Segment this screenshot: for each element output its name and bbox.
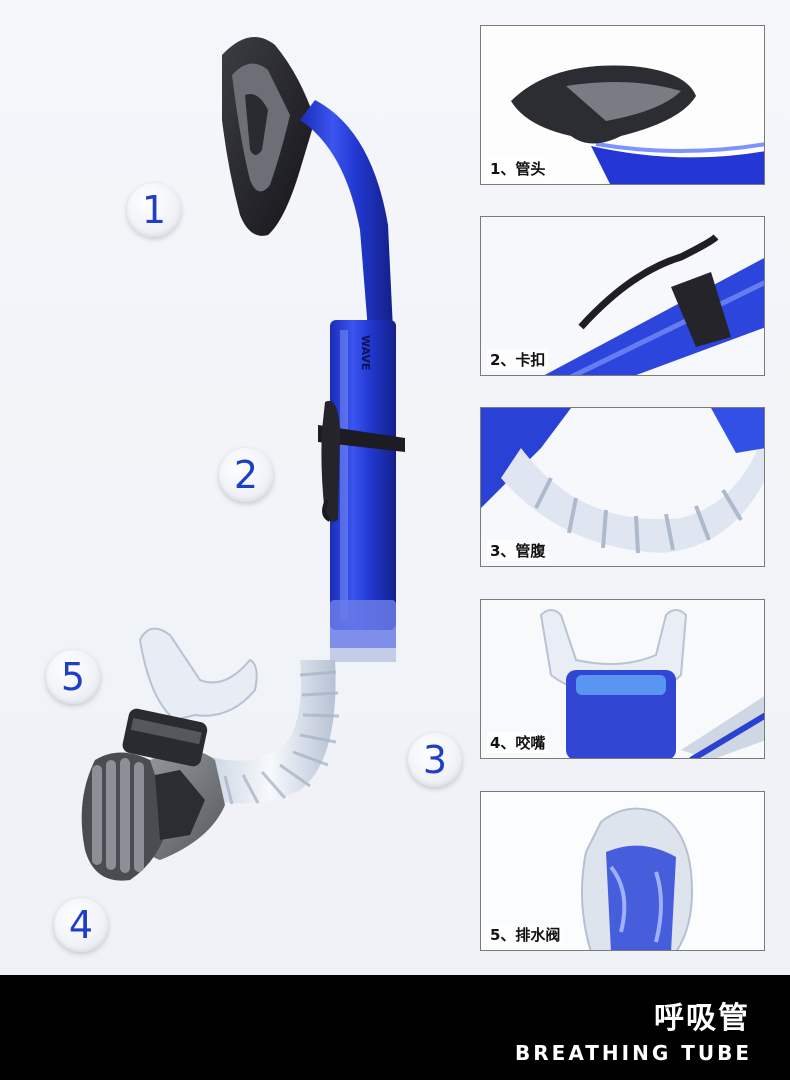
detail-panel-flex: 3、管腹 [480, 407, 765, 567]
detail-panel-valve: 5、排水阀 [480, 791, 765, 951]
callout-3-badge: 3 [408, 733, 462, 787]
snorkel-illustration: WAVE [81, 37, 405, 881]
product-illustration-area: WAVE [46, 25, 765, 952]
callout-1-badge: 1 [127, 183, 181, 237]
footer-subtitle: BREATHING TUBE [515, 1041, 752, 1065]
detail-panel-mouthpiece: 4、咬嘴 [480, 599, 765, 759]
detail-panel-clip: 2、卡扣 [480, 216, 765, 376]
detail-label-1: 1、管头 [487, 158, 549, 179]
flex-detail-image [481, 408, 764, 566]
brand-logo: WAVE [359, 335, 372, 370]
callout-5-badge: 5 [46, 650, 100, 704]
callout-4-badge: 4 [54, 898, 108, 952]
footer-banner: 呼吸管 BREATHING TUBE [0, 975, 790, 1080]
detail-label-5: 5、排水阀 [487, 924, 564, 945]
detail-label-4: 4、咬嘴 [487, 732, 549, 753]
footer-title: 呼吸管 [654, 1001, 750, 1036]
detail-panel-top: 1、管头 [480, 25, 765, 185]
top-detail-image [481, 26, 764, 184]
callout-2-badge: 2 [219, 448, 273, 502]
detail-label-3: 3、管腹 [487, 540, 549, 561]
valve-detail-image [481, 792, 764, 950]
clip-detail-image [481, 217, 764, 375]
mouthpiece-detail-image [481, 600, 764, 758]
detail-label-2: 2、卡扣 [487, 349, 549, 370]
